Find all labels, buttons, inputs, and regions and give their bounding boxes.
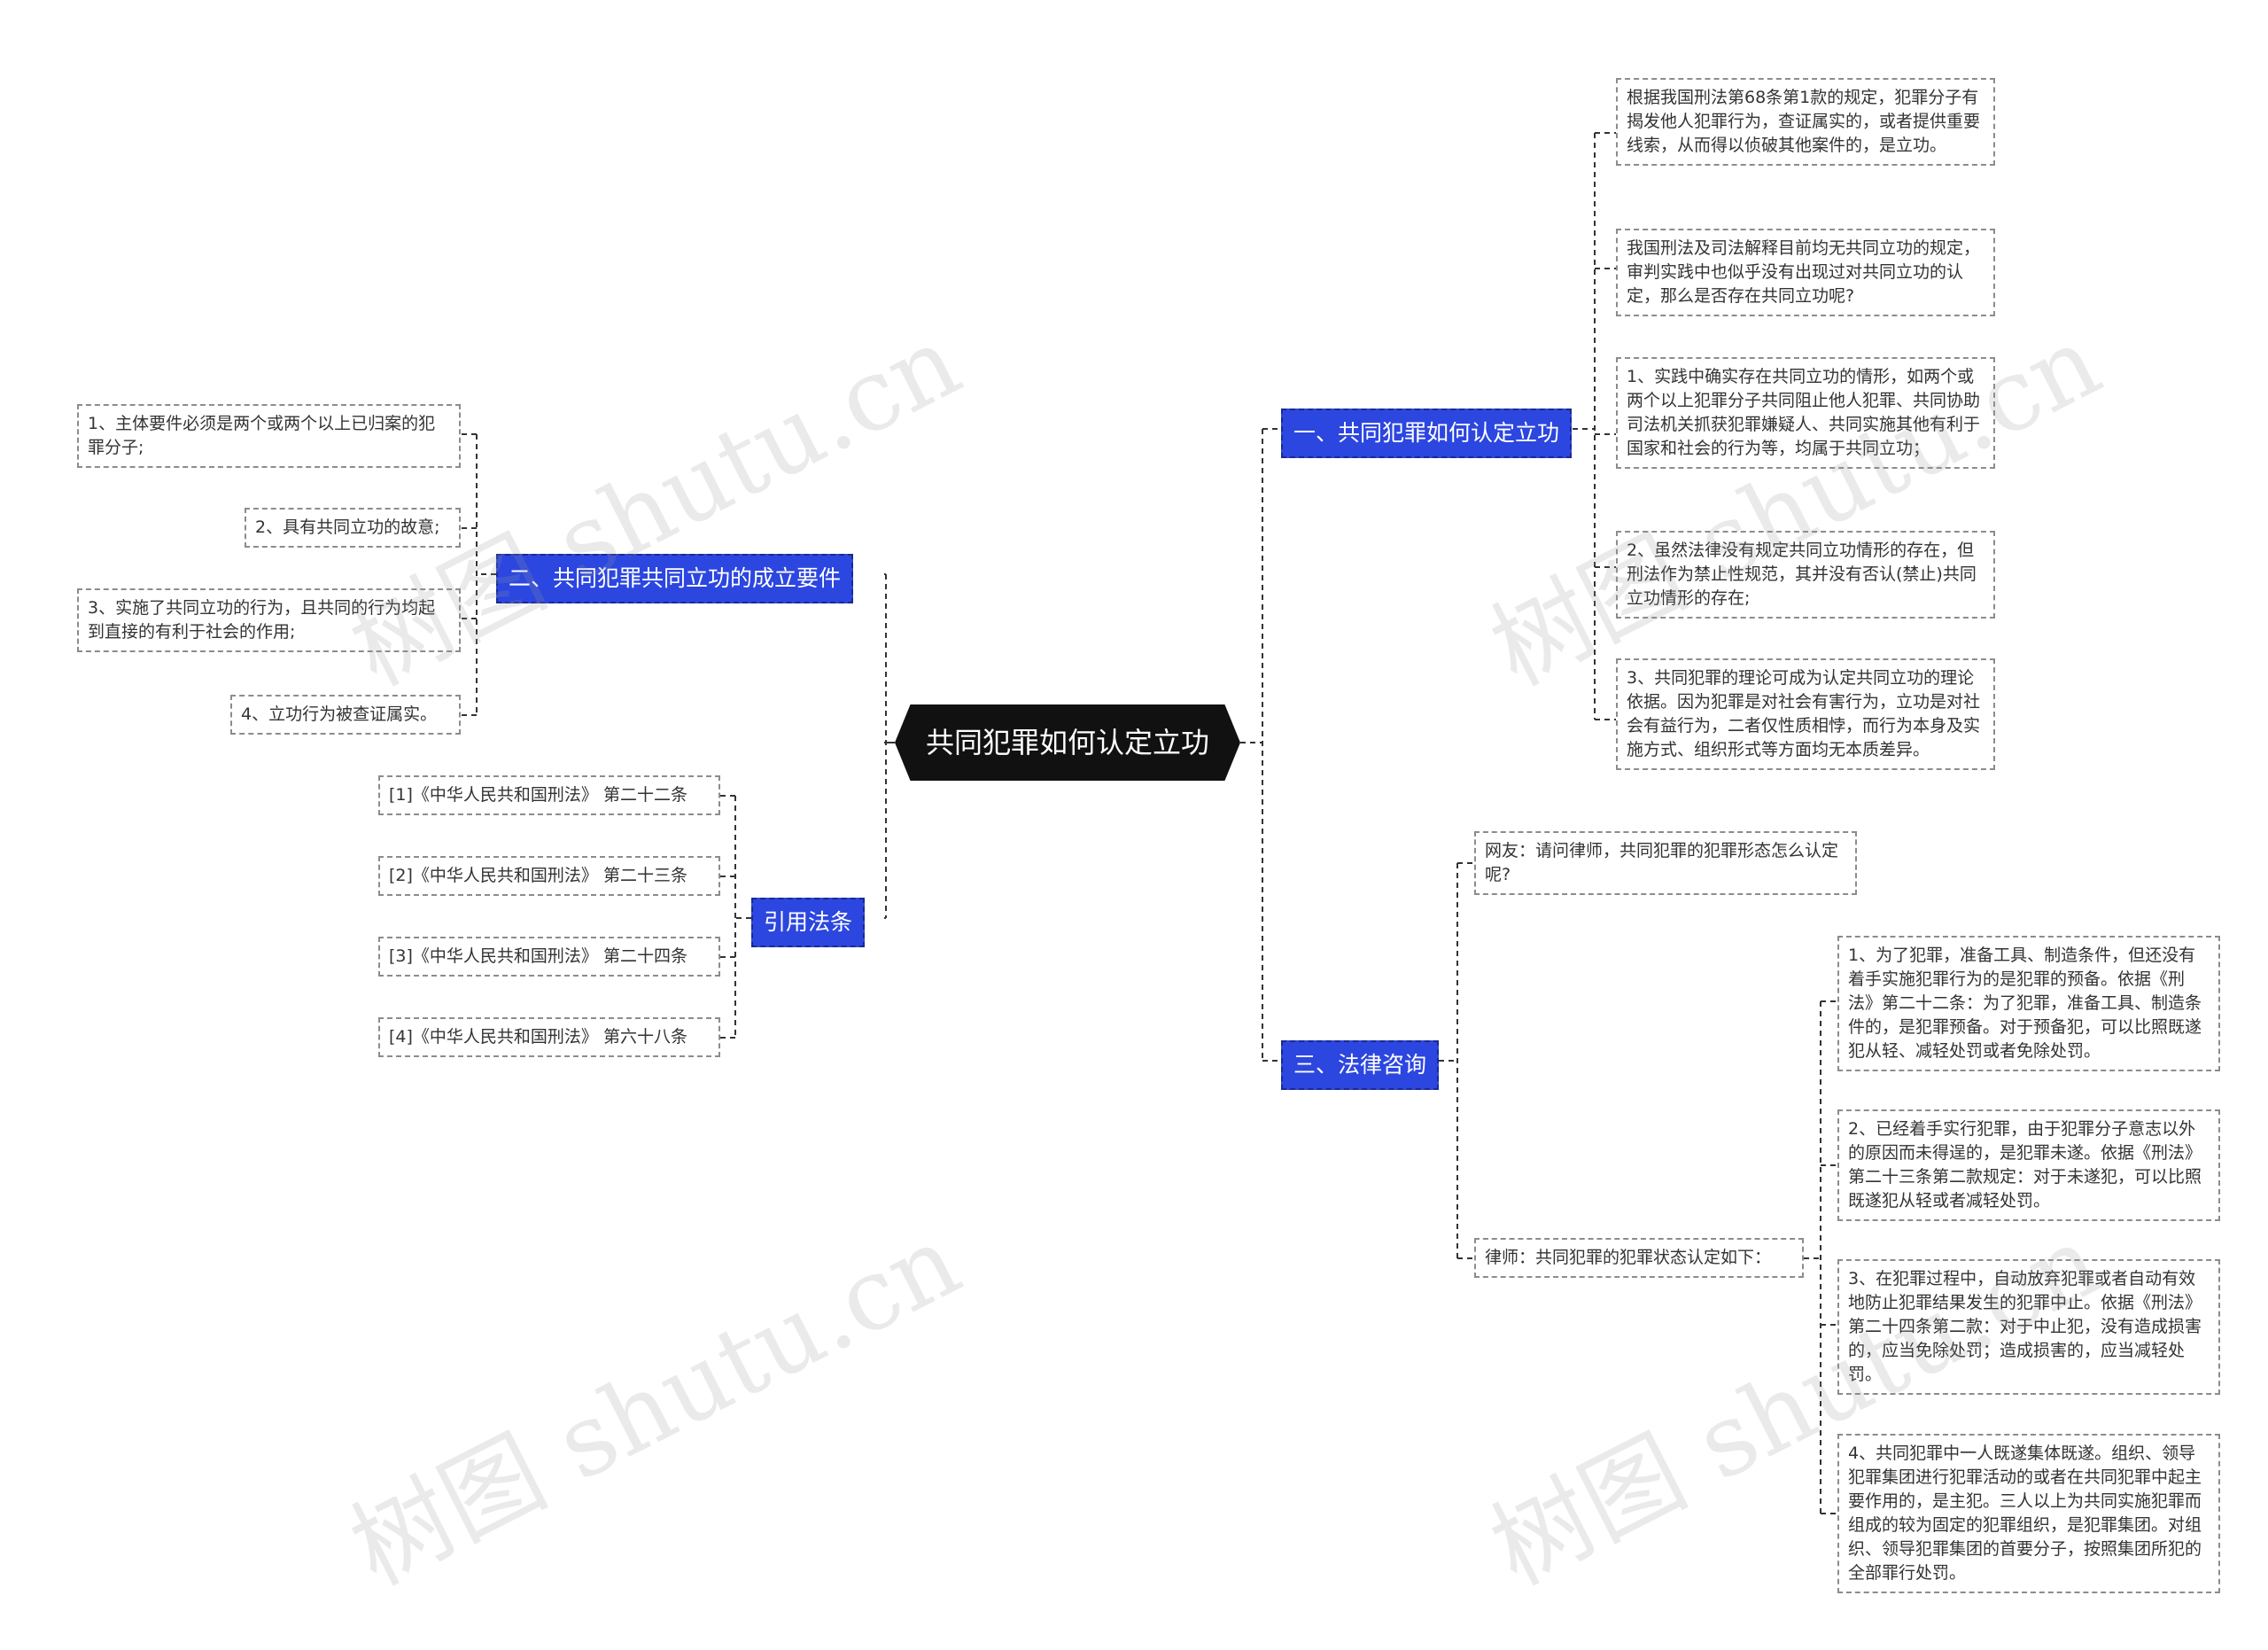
b1-item: 根据我国刑法第68条第1款的规定，犯罪分子有揭发他人犯罪行为，查证属实的，或者提… xyxy=(1616,78,1995,166)
b3-law-citation: [4]《中华人民共和国刑法》 第六十八条 xyxy=(378,1017,720,1057)
consult-answer: 律师：共同犯罪的犯罪状态认定如下： xyxy=(1474,1238,1804,1278)
root-node[interactable]: 共同犯罪如何认定立功 xyxy=(895,704,1240,781)
b1-item: 3、共同犯罪的理论可成为认定共同立功的理论依据。因为犯罪是对社会有害行为，立功是… xyxy=(1616,658,1995,770)
b3-law-citation: [1]《中华人民共和国刑法》 第二十二条 xyxy=(378,775,720,815)
b2-item: 3、实施了共同立功的行为，且共同的行为均起到直接的有利于社会的作用; xyxy=(77,588,461,652)
consult-answer-item: 2、已经着手实行犯罪，由于犯罪分子意志以外的原因而未得逞的，是犯罪未遂。依据《刑… xyxy=(1837,1109,2220,1221)
consult-answer-item: 4、共同犯罪中一人既遂集体既遂。组织、领导犯罪集团进行犯罪活动的或者在共同犯罪中… xyxy=(1837,1434,2220,1593)
consult-answer-item: 1、为了犯罪，准备工具、制造条件，但还没有着手实施犯罪行为的是犯罪的预备。依据《… xyxy=(1837,936,2220,1071)
branch-how-to-recognize[interactable]: 一、共同犯罪如何认定立功 xyxy=(1281,409,1573,458)
branch-legal-consult[interactable]: 三、法律咨询 xyxy=(1281,1040,1440,1090)
b2-item: 4、立功行为被查证属实。 xyxy=(230,695,461,735)
b1-item: 1、实践中确实存在共同立功的情形，如两个或两个以上犯罪分子共同阻止他人犯罪、共同… xyxy=(1616,357,1995,469)
b1-item: 2、虽然法律没有规定共同立功情形的存在，但刑法作为禁止性规范，其并没有否认(禁止… xyxy=(1616,531,1995,619)
b3-law-citation: [2]《中华人民共和国刑法》 第二十三条 xyxy=(378,856,720,896)
consult-question: 网友：请问律师，共同犯罪的犯罪形态怎么认定呢? xyxy=(1474,831,1857,895)
branch-elements[interactable]: 二、共同犯罪共同立功的成立要件 xyxy=(496,554,854,603)
b1-item: 我国刑法及司法解释目前均无共同立功的规定，审判实践中也似乎没有出现过对共同立功的… xyxy=(1616,229,1995,316)
consult-answer-item: 3、在犯罪过程中，自动放弃犯罪或者自动有效地防止犯罪结果发生的犯罪中止。依据《刑… xyxy=(1837,1259,2220,1395)
b2-item: 1、主体要件必须是两个或两个以上已归案的犯罪分子; xyxy=(77,404,461,468)
b3-law-citation: [3]《中华人民共和国刑法》 第二十四条 xyxy=(378,937,720,977)
b2-item: 2、具有共同立功的故意; xyxy=(245,508,461,548)
branch-cited-laws[interactable]: 引用法条 xyxy=(751,898,866,947)
